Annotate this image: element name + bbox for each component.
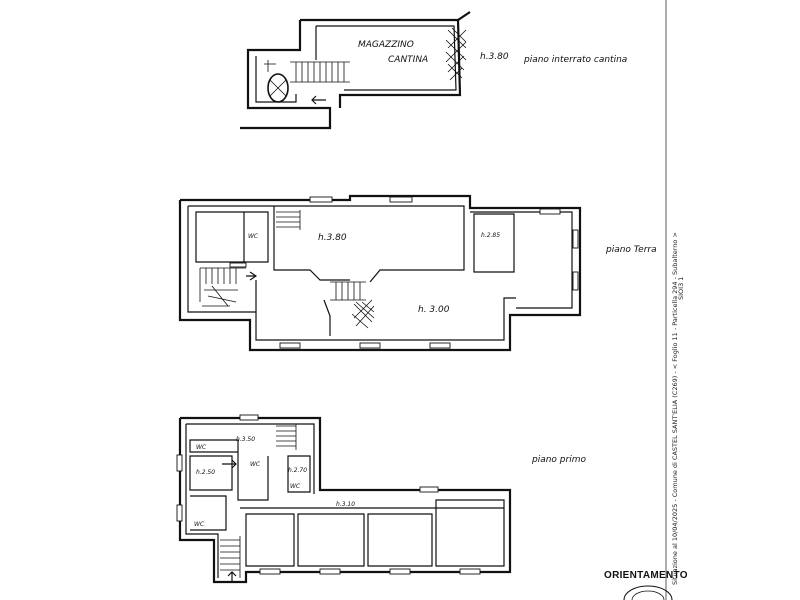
- first-wc-label-2: WC: [250, 461, 261, 468]
- registry-vertical-text: Situazione al 10/04/2025 - Comune di CAS…: [671, 232, 679, 585]
- ground-floor-windows: [229, 196, 579, 349]
- first-floor-plan: WC WC WC WC h.3.50 h.2.50 h.2.70 h.3.10 …: [176, 414, 586, 584]
- first-wc-label-3: WC: [290, 483, 301, 490]
- basement-hatched-area: [445, 27, 467, 81]
- registry-vertical-code: SIOI3 1: [677, 277, 685, 300]
- ground-height-left: h.3.80: [318, 233, 347, 243]
- ground-height-main: h. 3.00: [418, 305, 450, 315]
- ground-wc-label: WC: [248, 233, 259, 240]
- first-height-2: h.2.50: [196, 469, 215, 476]
- ground-floor-plan: WC h.3.80 h.2.85 h. 3.00 piano Terra: [178, 194, 657, 352]
- cellar-label-magazzino: MAGAZZINO: [358, 40, 414, 50]
- ground-floor-caption: piano Terra: [605, 245, 657, 255]
- cellar-label-cantina: CANTINA: [388, 55, 428, 65]
- orientation-label: ORIENTAMENTO: [604, 570, 688, 581]
- right-margin: Situazione al 10/04/2025 - Comune di CAS…: [665, 0, 685, 600]
- ground-floor-stair: [199, 210, 375, 329]
- ground-height-small-room: h.2.85: [481, 232, 500, 239]
- first-height-4: h.3.10: [336, 501, 355, 508]
- basement-stair: [264, 60, 350, 103]
- compass-arc-icon: [623, 585, 673, 600]
- first-wc-label-4: WC: [194, 521, 205, 528]
- first-floor-stair: [220, 424, 297, 582]
- orientation-block: ORIENTAMENTO: [604, 570, 688, 600]
- first-height-1: h.3.50: [236, 436, 255, 443]
- first-height-3: h.2.70: [288, 467, 307, 474]
- first-wc-label-1: WC: [196, 444, 207, 451]
- cellar-height: h.3.80: [480, 52, 509, 62]
- first-floor-windows: [176, 414, 481, 575]
- basement-plan: MAGAZZINO CANTINA h.3.80 piano interrato…: [240, 11, 627, 130]
- first-floor-caption: piano primo: [531, 455, 586, 465]
- basement-floor-caption: piano interrato cantina: [523, 55, 627, 65]
